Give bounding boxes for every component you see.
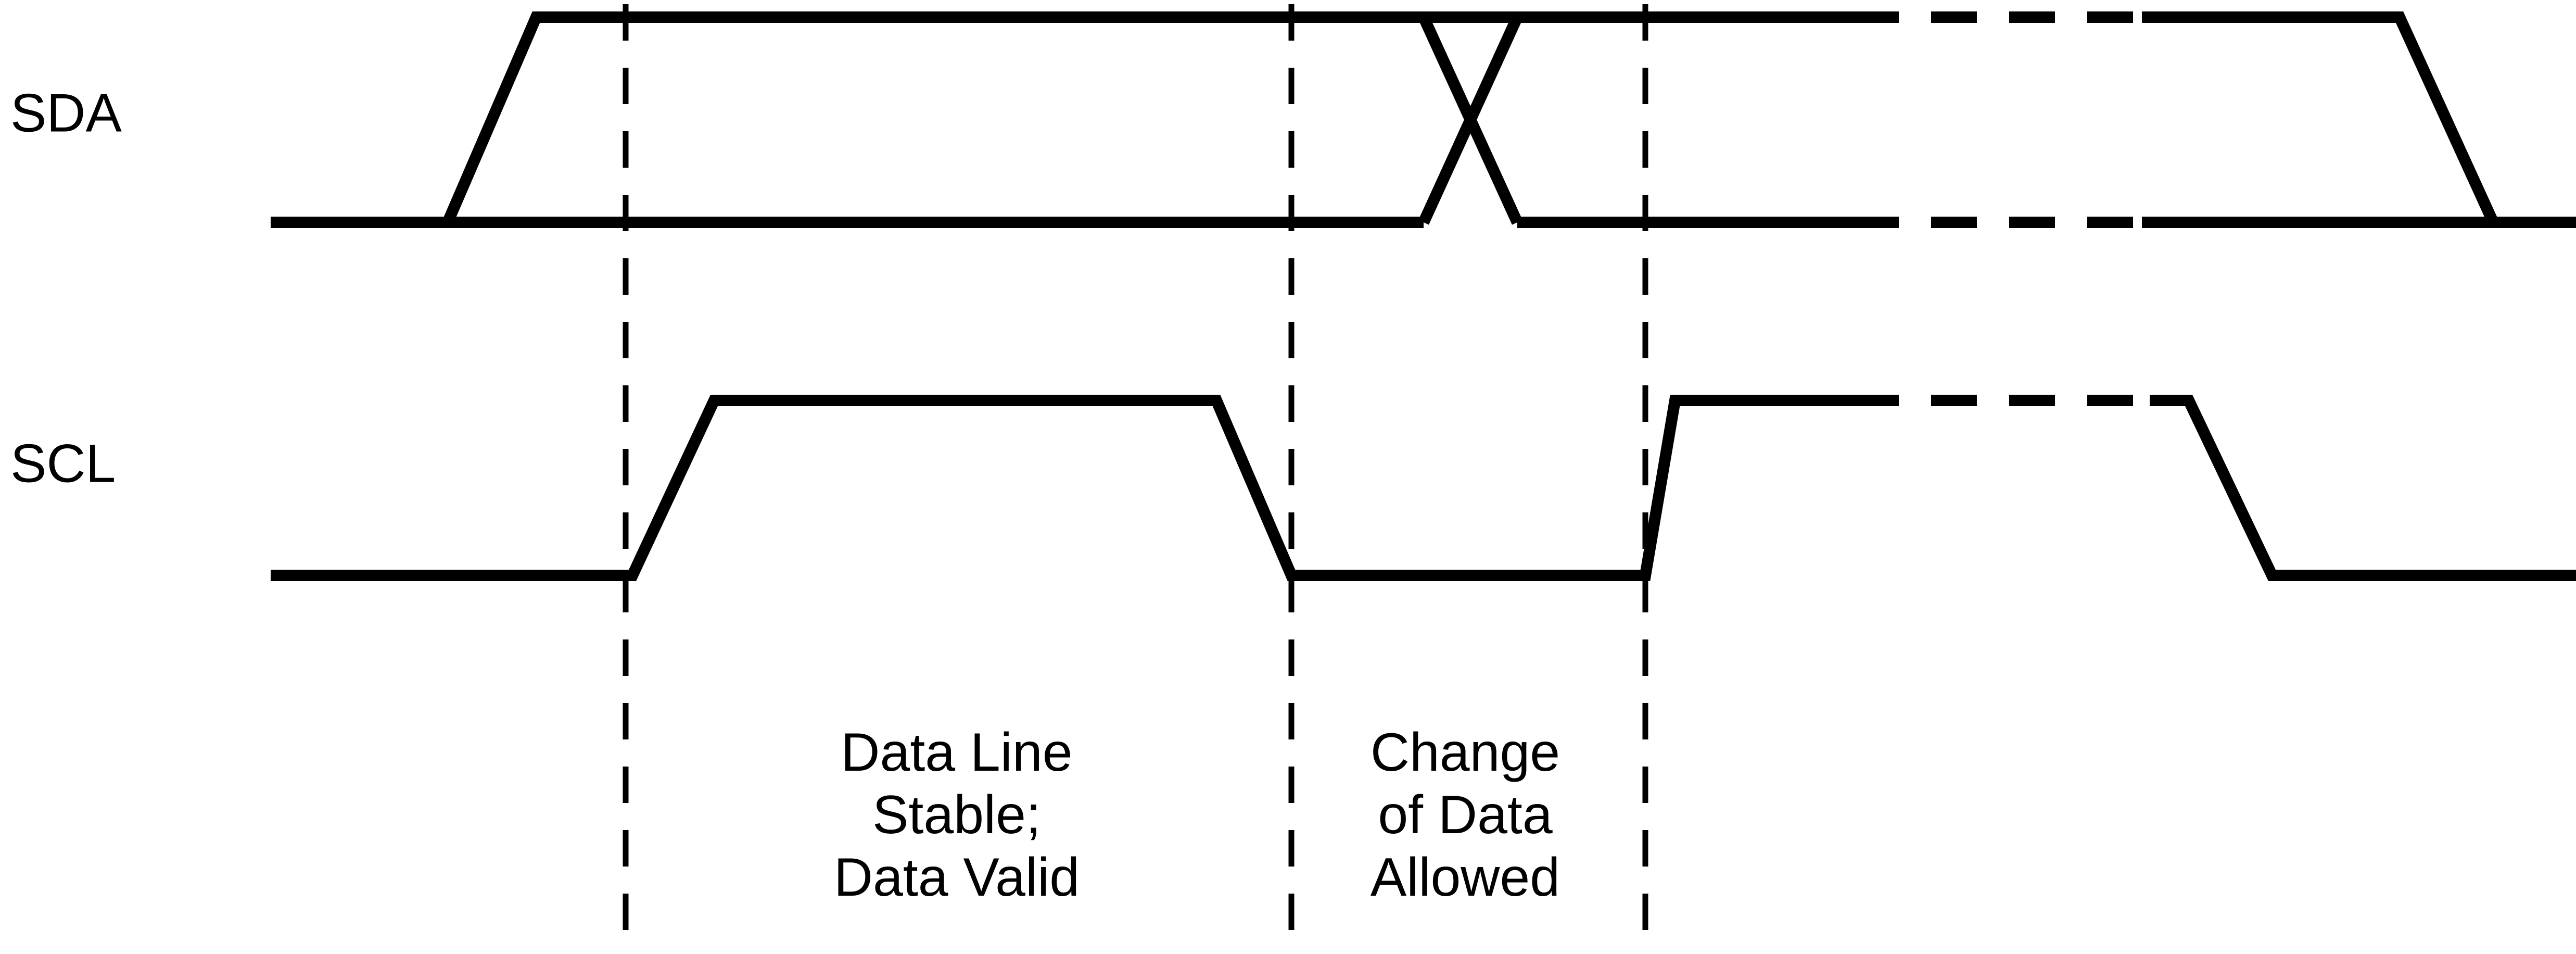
annotation-line-1: Data Line (841, 722, 1072, 783)
sda-crossover-up (1418, 15, 1523, 225)
scl-pulse-one (271, 395, 1853, 581)
scl-waveform (271, 395, 2576, 581)
annotation-line-2: of Data (1378, 785, 1552, 845)
annotation-line-2: Stable; (872, 785, 1041, 845)
annotation-change-of-data-allowed: Change of Data Allowed (1371, 722, 1560, 908)
sda-waveform (271, 11, 2576, 228)
annotation-line-1: Change (1371, 722, 1560, 783)
annotation-line-3: Data Valid (834, 847, 1080, 908)
annotation-line-3: Allowed (1371, 847, 1560, 908)
annotation-data-line-stable: Data Line Stable; Data Valid (834, 722, 1080, 908)
sda-rise-and-high (271, 11, 1853, 228)
signal-label-scl: SCL (10, 433, 116, 494)
marker-group (623, 4, 1648, 954)
scl-pulse-two-fall (2150, 395, 2576, 581)
sda-high-tail-and-fall (2142, 11, 2576, 228)
signal-label-sda: SDA (10, 83, 122, 143)
